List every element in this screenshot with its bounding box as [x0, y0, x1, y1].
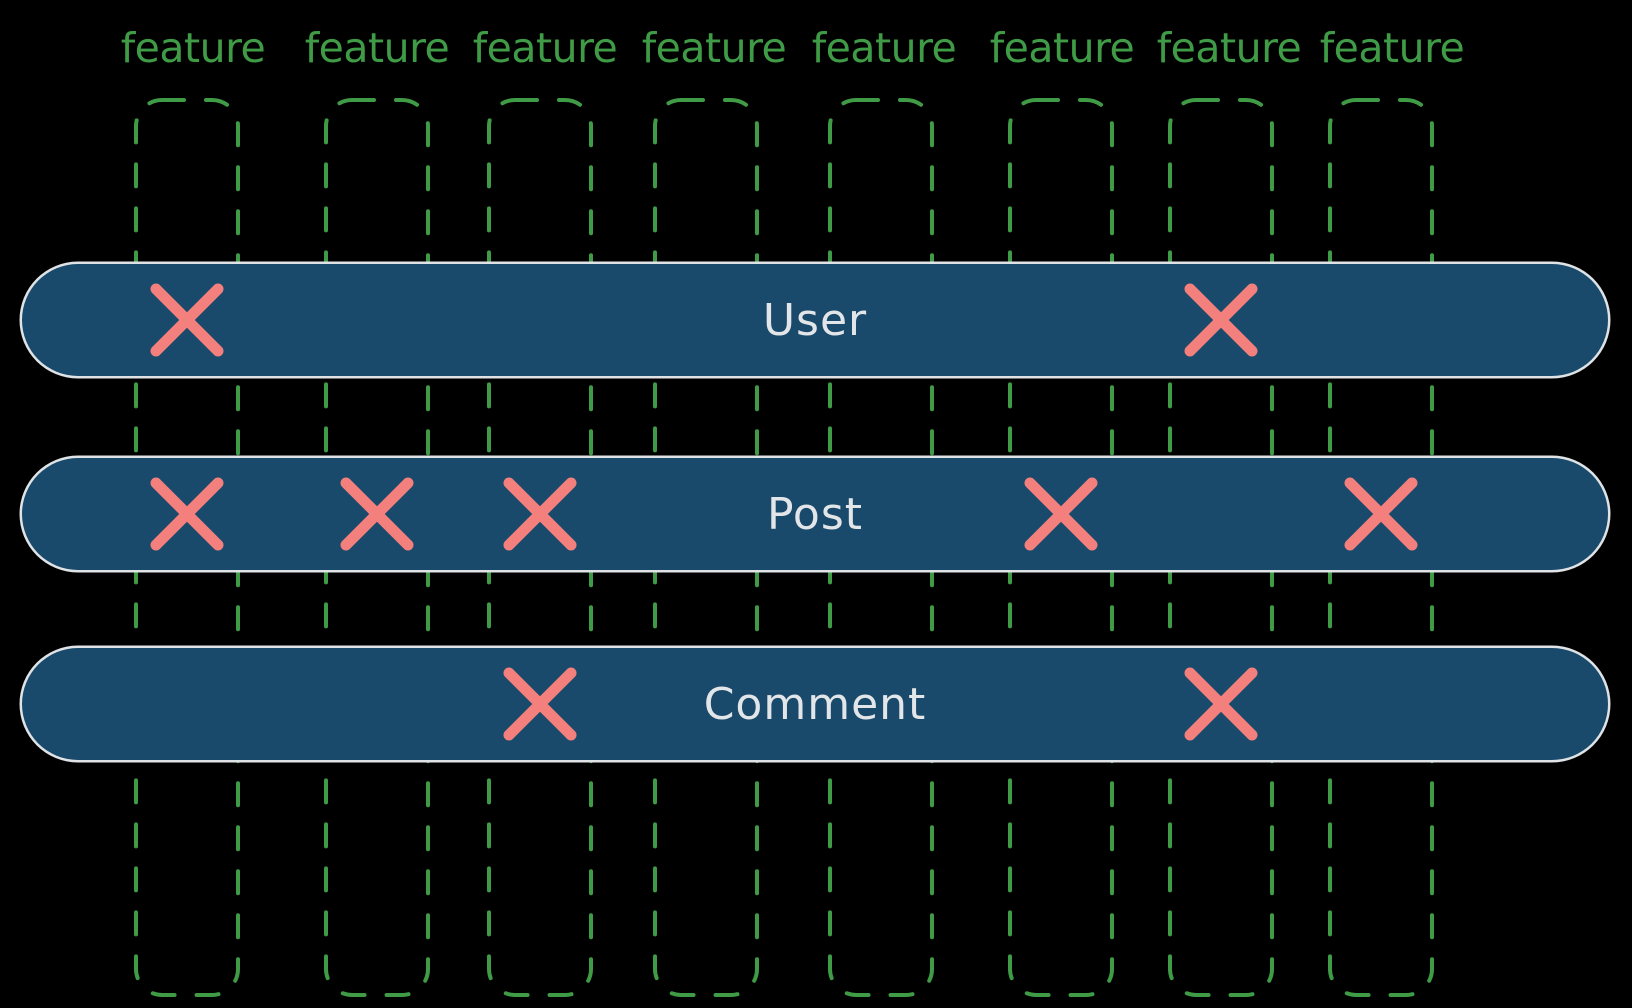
- entity-bar-comment[interactable]: Comment: [22, 648, 1608, 760]
- entity-bar-post[interactable]: Post: [22, 458, 1608, 570]
- entity-bar-user[interactable]: User: [22, 264, 1608, 376]
- entity-label: Comment: [703, 678, 927, 730]
- feature-column-label: feature: [472, 24, 618, 72]
- feature-column-label: feature: [304, 24, 450, 72]
- entity-label: Post: [766, 488, 864, 540]
- entity-label: User: [762, 294, 868, 346]
- feature-column-label: feature: [989, 24, 1135, 72]
- feature-column-label: feature: [1319, 24, 1465, 72]
- feature-column-label: feature: [641, 24, 787, 72]
- feature-column-label: feature: [1156, 24, 1302, 72]
- feature-column-label: feature: [811, 24, 957, 72]
- feature-column-label: feature: [120, 24, 266, 72]
